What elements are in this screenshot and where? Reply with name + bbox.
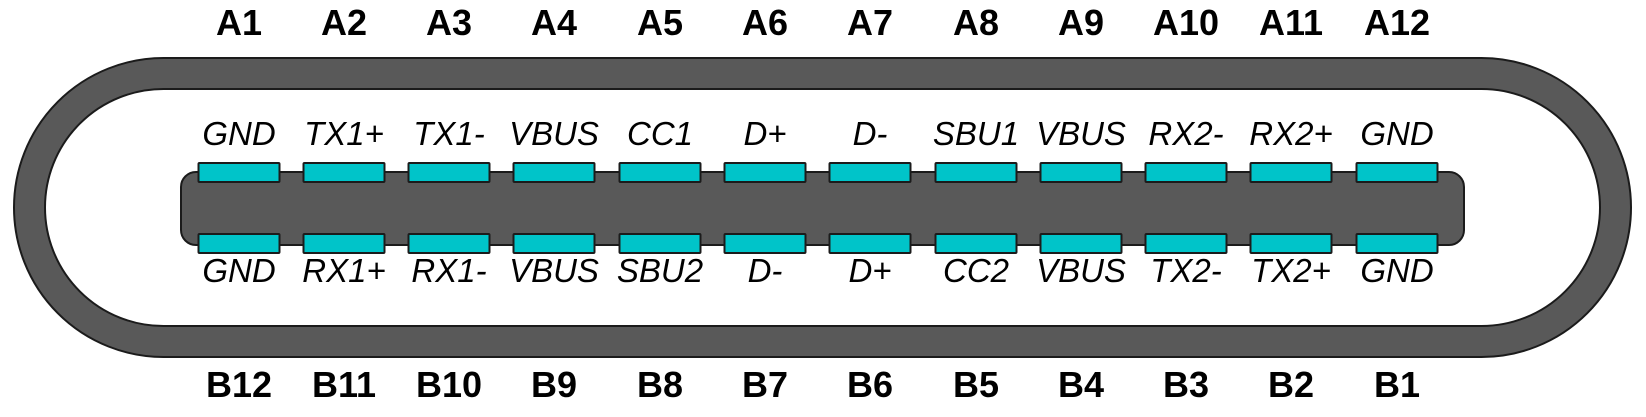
pin-name-top: D-: [852, 115, 888, 152]
pin-name-top: GND: [202, 115, 276, 152]
pin-number-bottom: B9: [530, 364, 578, 405]
pin-column-a3-b10: A3 TX1- RX1- B10: [396, 0, 502, 417]
pin-name-bottom: CC2: [942, 252, 1010, 289]
pin-contact-bottom: [302, 233, 386, 254]
pin-name-top: TX1-: [413, 115, 485, 152]
pin-name-bottom: D+: [848, 252, 892, 289]
pin-number-bottom: B3: [1162, 364, 1210, 405]
pin-contact-top: [512, 162, 596, 183]
pin-contact-bottom: [1039, 233, 1123, 254]
pin-name-bottom: VBUS: [509, 252, 599, 289]
pin-number-top: A9: [1057, 2, 1105, 43]
pin-contact-top: [197, 162, 281, 183]
pin-number-top: A4: [530, 2, 578, 43]
pin-column-a5-b8: A5 CC1 SBU2 B8: [607, 0, 713, 417]
pin-number-bottom: B2: [1267, 364, 1315, 405]
pin-number-bottom: B11: [311, 364, 377, 405]
pin-number-bottom: B6: [846, 364, 894, 405]
pin-number-bottom: B8: [636, 364, 684, 405]
pin-name-bottom: VBUS: [1036, 252, 1126, 289]
pin-name-bottom: GND: [1360, 252, 1434, 289]
pin-contact-bottom: [512, 233, 596, 254]
pin-contact-bottom: [1144, 233, 1228, 254]
pin-name-bottom: D-: [747, 252, 783, 289]
pin-number-top: A7: [846, 2, 894, 43]
pin-column-a10-b3: A10 RX2- TX2- B3: [1133, 0, 1239, 417]
pin-number-top: A5: [636, 2, 684, 43]
pin-contact-top: [828, 162, 912, 183]
pin-name-bottom: SBU2: [616, 252, 704, 289]
pin-number-top: A8: [952, 2, 1000, 43]
pin-name-bottom: TX2+: [1251, 252, 1331, 289]
pin-number-top: A3: [425, 2, 473, 43]
pin-number-top: A6: [741, 2, 789, 43]
pin-column-a4-b9: A4 VBUS VBUS B9: [501, 0, 607, 417]
pin-column-a7-b6: A7 D- D+ B6: [817, 0, 923, 417]
pin-contact-bottom: [1249, 233, 1333, 254]
pin-name-bottom: GND: [202, 252, 276, 289]
pin-column-a12-b1: A12 GND GND B1: [1344, 0, 1450, 417]
pin-name-top: TX1+: [304, 115, 384, 152]
pin-name-top: D+: [743, 115, 787, 152]
pin-contact-bottom: [1355, 233, 1439, 254]
pin-number-top: A10: [1152, 2, 1220, 43]
pin-name-top: VBUS: [509, 115, 599, 152]
pin-contact-top: [302, 162, 386, 183]
pin-number-bottom: B7: [741, 364, 789, 405]
pin-name-top: GND: [1360, 115, 1434, 152]
pin-name-top: RX2-: [1148, 115, 1224, 152]
pin-contact-bottom: [934, 233, 1018, 254]
pin-number-top: A11: [1258, 2, 1324, 43]
pin-contact-bottom: [723, 233, 807, 254]
pin-contact-bottom: [828, 233, 912, 254]
pin-column-a11-b2: A11 RX2+ TX2+ B2: [1238, 0, 1344, 417]
pin-name-bottom: RX1+: [302, 252, 386, 289]
pin-name-top: VBUS: [1036, 115, 1126, 152]
pin-column-a6-b7: A6 D+ D- B7: [712, 0, 818, 417]
pin-contact-top: [407, 162, 491, 183]
pin-number-top: A2: [320, 2, 368, 43]
pin-column-a8-b5: A8 SBU1 CC2 B5: [923, 0, 1029, 417]
pin-number-bottom: B12: [205, 364, 273, 405]
pin-number-top: A12: [1363, 2, 1431, 43]
pin-contact-top: [1144, 162, 1228, 183]
pin-name-top: SBU1: [932, 115, 1020, 152]
pin-column-a2-b11: A2 TX1+ RX1+ B11: [291, 0, 397, 417]
pin-name-bottom: RX1-: [411, 252, 487, 289]
pin-name-top: RX2+: [1249, 115, 1333, 152]
pin-column-a9-b4: A9 VBUS VBUS B4: [1028, 0, 1134, 417]
pin-contact-bottom: [197, 233, 281, 254]
pin-contact-top: [618, 162, 702, 183]
pin-contact-top: [934, 162, 1018, 183]
pin-contact-bottom: [407, 233, 491, 254]
pin-contact-top: [1039, 162, 1123, 183]
pin-contact-top: [723, 162, 807, 183]
pin-number-top: A1: [215, 2, 263, 43]
pin-number-bottom: B4: [1057, 364, 1105, 405]
pin-contact-bottom: [618, 233, 702, 254]
pin-column-a1-b12: A1 GND GND B12: [186, 0, 292, 417]
pin-number-bottom: B1: [1373, 364, 1421, 405]
pin-name-bottom: TX2-: [1150, 252, 1222, 289]
pin-contact-top: [1355, 162, 1439, 183]
pin-number-bottom: B5: [952, 364, 1000, 405]
pin-contact-top: [1249, 162, 1333, 183]
pin-number-bottom: B10: [415, 364, 483, 405]
pin-name-top: CC1: [626, 115, 694, 152]
